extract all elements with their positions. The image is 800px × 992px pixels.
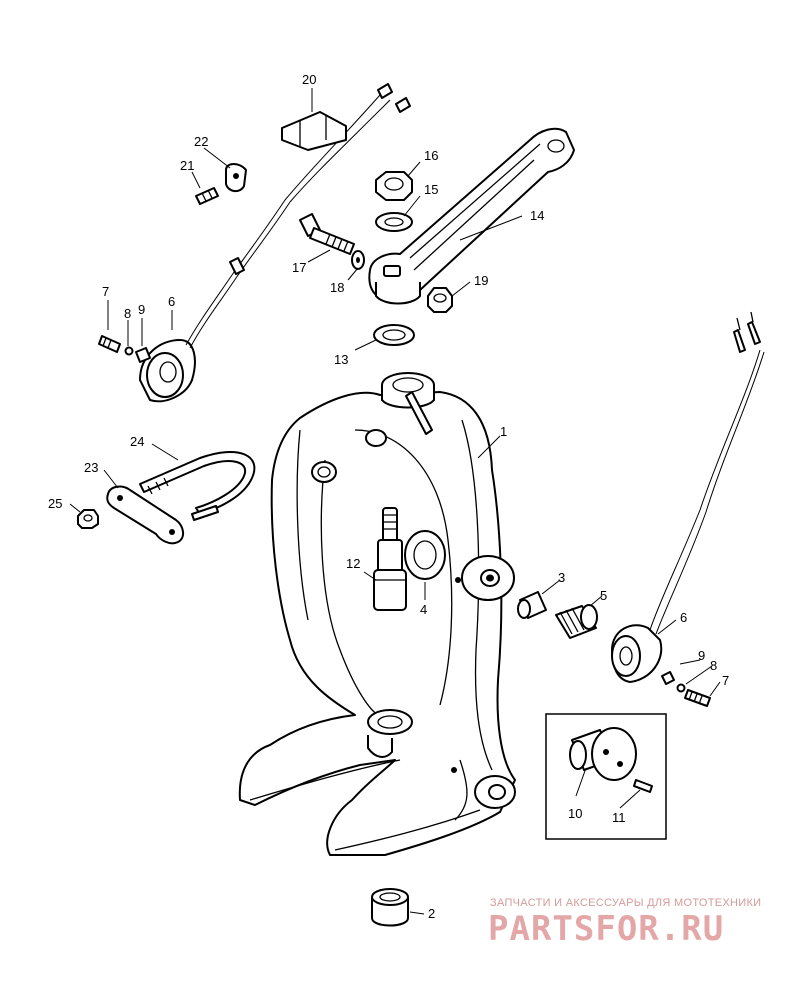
swivel-bracket — [238, 372, 516, 856]
callout-13: 13 — [334, 352, 348, 367]
callout-16: 16 — [424, 148, 438, 163]
bushing-2 — [371, 888, 409, 927]
nut-19 — [427, 287, 453, 313]
washer-15 — [375, 212, 413, 232]
callout-7-left: 7 — [102, 284, 109, 299]
bracket-22 — [225, 163, 247, 192]
callout-21: 21 — [180, 158, 194, 173]
watermark-brand: PARTSFOR.RU — [488, 909, 724, 949]
screw-21 — [195, 187, 219, 205]
inset-box — [545, 713, 667, 840]
callout-10: 10 — [568, 806, 582, 821]
callout-8-left: 8 — [124, 306, 131, 321]
spacer-3 — [517, 591, 547, 619]
callout-7-right: 7 — [722, 673, 729, 688]
callout-25: 25 — [48, 496, 62, 511]
callout-23: 23 — [84, 460, 98, 475]
callout-5: 5 — [600, 588, 607, 603]
callout-1: 1 — [500, 424, 507, 439]
callout-labels: 20 22 21 16 15 14 17 18 19 13 7 8 9 6 24… — [48, 72, 729, 921]
nut-16 — [375, 171, 413, 201]
callout-18: 18 — [330, 280, 344, 295]
callout-6-right: 6 — [680, 610, 687, 625]
callout-9-right: 9 — [698, 648, 705, 663]
fasteners-right — [661, 671, 711, 707]
callout-20: 20 — [302, 72, 316, 87]
callout-9-left: 9 — [138, 302, 145, 317]
callout-24: 24 — [130, 434, 144, 449]
callout-14: 14 — [530, 208, 544, 223]
callout-2: 2 — [428, 906, 435, 921]
fasteners-left — [98, 335, 151, 363]
u-bolt-24 — [139, 450, 256, 515]
callout-22: 22 — [194, 134, 208, 149]
clip-20 — [281, 111, 347, 151]
watermark: ЗАПЧАСТИ И АКСЕССУАРЫ ДЛЯ МОТОТЕХНИКИ PA… — [488, 897, 761, 949]
nut-25 — [77, 509, 99, 529]
sensor-left — [139, 83, 411, 403]
callout-11: 11 — [612, 810, 626, 825]
washer-13 — [373, 324, 415, 346]
steering-arm-14 — [368, 127, 575, 305]
plate-23 — [106, 485, 219, 545]
callout-15: 15 — [424, 182, 438, 197]
leader-lines — [69, 88, 721, 915]
pivot-5 — [555, 604, 598, 639]
sensor-right — [611, 311, 765, 683]
callout-8-right: 8 — [710, 658, 717, 673]
callout-6-left: 6 — [168, 294, 175, 309]
callout-3: 3 — [558, 570, 565, 585]
watermark-tagline: ЗАПЧАСТИ И АКСЕССУАРЫ ДЛЯ МОТОТЕХНИКИ — [490, 897, 761, 909]
washer-18 — [351, 250, 365, 270]
callout-19: 19 — [474, 273, 488, 288]
bolt-17 — [299, 213, 355, 255]
callout-4: 4 — [420, 602, 427, 617]
callout-17: 17 — [292, 260, 306, 275]
callout-12: 12 — [346, 556, 360, 571]
shaft-part — [373, 507, 407, 611]
